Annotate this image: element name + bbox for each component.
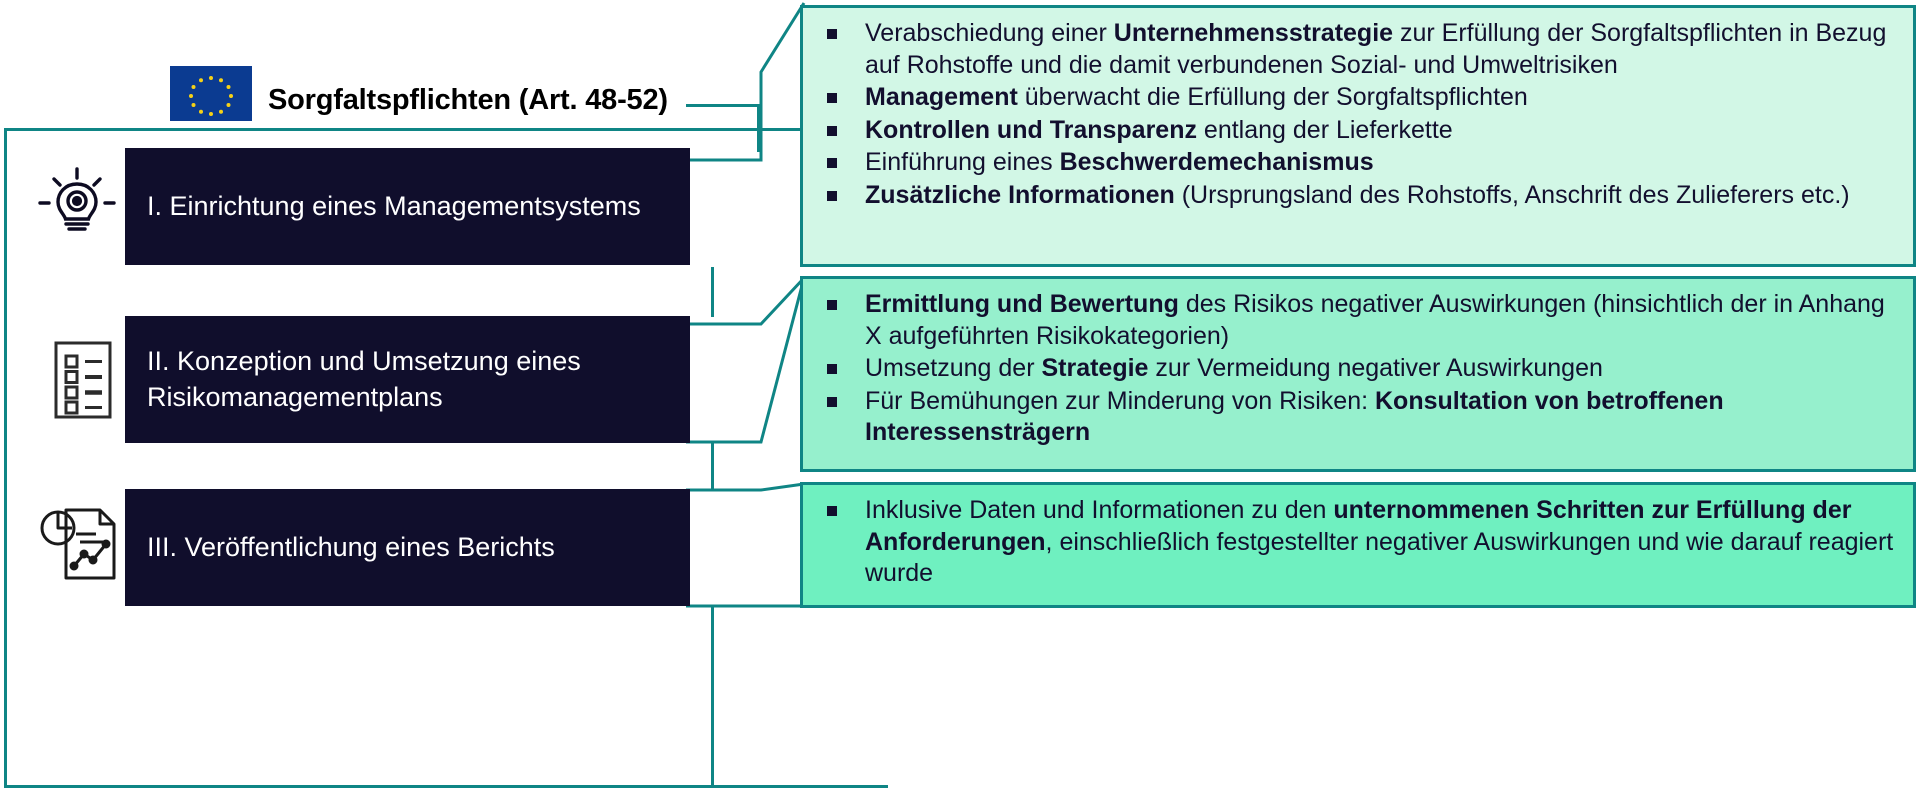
stage-3-label: III. Veröffentlichung eines Berichts	[147, 531, 555, 562]
bullet-text: Verabschiedung einer	[865, 19, 1114, 47]
bullet-item: Einführung eines Beschwerdemechanismus	[817, 147, 1897, 179]
bullet-emphasis: Ermittlung und Bewertung	[865, 290, 1179, 318]
report-chart-document-icon	[36, 500, 122, 586]
checklist-document-icon	[40, 337, 126, 423]
bullet-emphasis: Beschwerdemechanismus	[1059, 148, 1374, 176]
bullet-item: Inklusive Daten und Informationen zu den…	[817, 495, 1897, 590]
bullet-text: Einführung eines	[865, 148, 1060, 176]
bullet-emphasis: unternommenen Schritten zur Erfüllung de…	[865, 496, 1852, 556]
callout-box-3: Inklusive Daten und Informationen zu den…	[800, 482, 1916, 608]
bullet-text: (Ursprungsland des Rohstoffs, Anschrift …	[1174, 180, 1850, 209]
eu-flag	[170, 66, 252, 121]
bullet-item: Management überwacht die Erfüllung der S…	[817, 82, 1897, 114]
stage-2-label: II. Konzeption und Umsetzung eines Risik…	[147, 346, 581, 412]
bullet-text: Inklusive Daten und Informationen zu den	[865, 496, 1334, 524]
bullet-item: Zusätzliche Informationen (Ursprungsland…	[817, 180, 1897, 212]
bullet-text: entlang der Lieferkette	[1196, 115, 1453, 144]
eu-stars-svg	[189, 76, 233, 116]
bullet-text: , einschließlich festgestellter negative…	[865, 527, 1894, 588]
stage-box-2[interactable]: II. Konzeption und Umsetzung eines Risik…	[125, 316, 690, 443]
bullet-emphasis: Konsultation von betroffenen Interessens…	[865, 386, 1724, 447]
bullet-item: Ermittlung und Bewertung des Risikos neg…	[817, 289, 1897, 352]
stage-1-label: I. Einrichtung eines Managementsystems	[147, 190, 641, 221]
left-bracket-frame	[4, 128, 888, 788]
connector-spine-3	[711, 606, 714, 788]
bullet-item: Verabschiedung einer Unternehmensstrateg…	[817, 18, 1897, 81]
stage-box-1[interactable]: I. Einrichtung eines Managementsystems	[125, 148, 690, 265]
eu-flag-stars	[170, 66, 252, 121]
connector-spine-2	[711, 443, 714, 489]
callout-1-bullet-list: Verabschiedung einer Unternehmensstrateg…	[817, 18, 1897, 211]
page-title: Sorgfaltspflichten (Art. 48-52)	[268, 84, 668, 116]
bullet-item: Für Bemühungen zur Minderung von Risiken…	[817, 386, 1897, 449]
connector-spine-1	[711, 267, 714, 317]
callout-2-bullet-list: Ermittlung und Bewertung des Risikos neg…	[817, 289, 1897, 449]
callout-2-pointer	[686, 276, 806, 444]
lightbulb-gear-icon	[34, 160, 120, 246]
bullet-text: des Risikos negativer Auswirkungen (hins…	[865, 290, 1885, 350]
bullet-item: Umsetzung der Strategie zur Vermeidung n…	[817, 353, 1897, 385]
bullet-emphasis: Zusätzliche Informationen	[865, 180, 1175, 209]
callout-3-bullet-list: Inklusive Daten und Informationen zu den…	[817, 495, 1897, 590]
callout-box-2: Ermittlung und Bewertung des Risikos neg…	[800, 276, 1916, 472]
bullet-emphasis: Unternehmensstrategie	[1113, 19, 1394, 47]
bullet-emphasis: Management	[865, 83, 1018, 111]
callout-box-1: Verabschiedung einer Unternehmensstrateg…	[800, 5, 1916, 267]
title-connector-line	[686, 104, 760, 107]
title-connector-drop	[757, 104, 760, 152]
bullet-emphasis: Kontrollen und Transparenz	[865, 115, 1197, 144]
bullet-text: zur Erfüllung der Sorgfaltspflichten in …	[865, 19, 1887, 79]
bullet-emphasis: Strategie	[1041, 354, 1149, 382]
bullet-text: überwacht die Erfüllung der Sorgfaltspfl…	[1017, 83, 1528, 111]
bullet-text: Für Bemühungen zur Minderung von Risiken…	[865, 386, 1375, 415]
bullet-item: Kontrollen und Transparenz entlang der L…	[817, 115, 1897, 147]
callout-3-pointer	[686, 482, 805, 608]
bullet-text: zur Vermeidung negativer Auswirkungen	[1148, 354, 1603, 382]
bullet-text: Umsetzung der	[865, 354, 1042, 382]
stage-box-3[interactable]: III. Veröffentlichung eines Berichts	[125, 489, 690, 606]
callout-1-pointer	[686, 2, 806, 162]
